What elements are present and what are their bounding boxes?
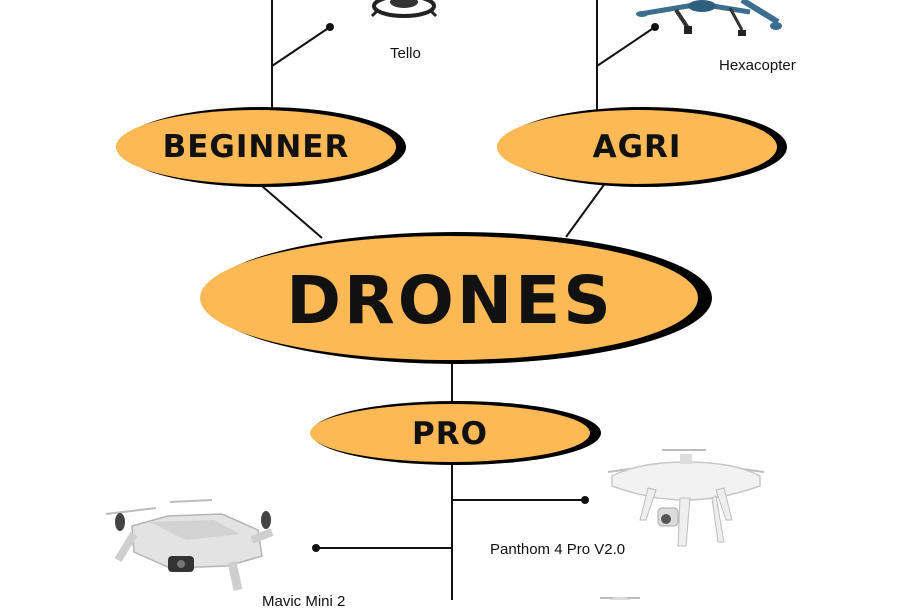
mavic-dot	[312, 544, 320, 552]
node-pro-label: PRO	[412, 416, 488, 452]
hexacopter-icon	[636, 0, 782, 36]
phantom-dot	[581, 496, 589, 504]
tello-dot	[326, 23, 334, 31]
hexacopter-branch-line	[597, 27, 655, 66]
node-beginner[interactable]: BEGINNER	[156, 122, 356, 172]
node-agri-label: AGRI	[593, 129, 682, 165]
quadcopter-icon	[372, 0, 436, 16]
caption-hexacopter: Hexacopter	[719, 57, 796, 74]
caption-phantom: Panthom 4 Pro V2.0	[490, 541, 625, 558]
node-agri[interactable]: AGRI	[537, 122, 737, 172]
caption-tello: Tello	[390, 45, 421, 62]
mavic-drone-icon	[106, 500, 272, 590]
node-drones-label: DRONES	[286, 262, 614, 339]
agri-to-drones-line	[566, 182, 606, 237]
phantom-drone-icon	[608, 450, 764, 546]
beginner-to-drones-line	[255, 180, 322, 238]
tello-branch-line	[272, 27, 330, 66]
hexacopter-dot	[651, 23, 659, 31]
caption-mavic: Mavic Mini 2	[262, 593, 345, 610]
node-drones[interactable]: DRONES	[250, 262, 650, 338]
node-beginner-label: BEGINNER	[163, 129, 350, 165]
node-pro[interactable]: PRO	[350, 412, 550, 456]
